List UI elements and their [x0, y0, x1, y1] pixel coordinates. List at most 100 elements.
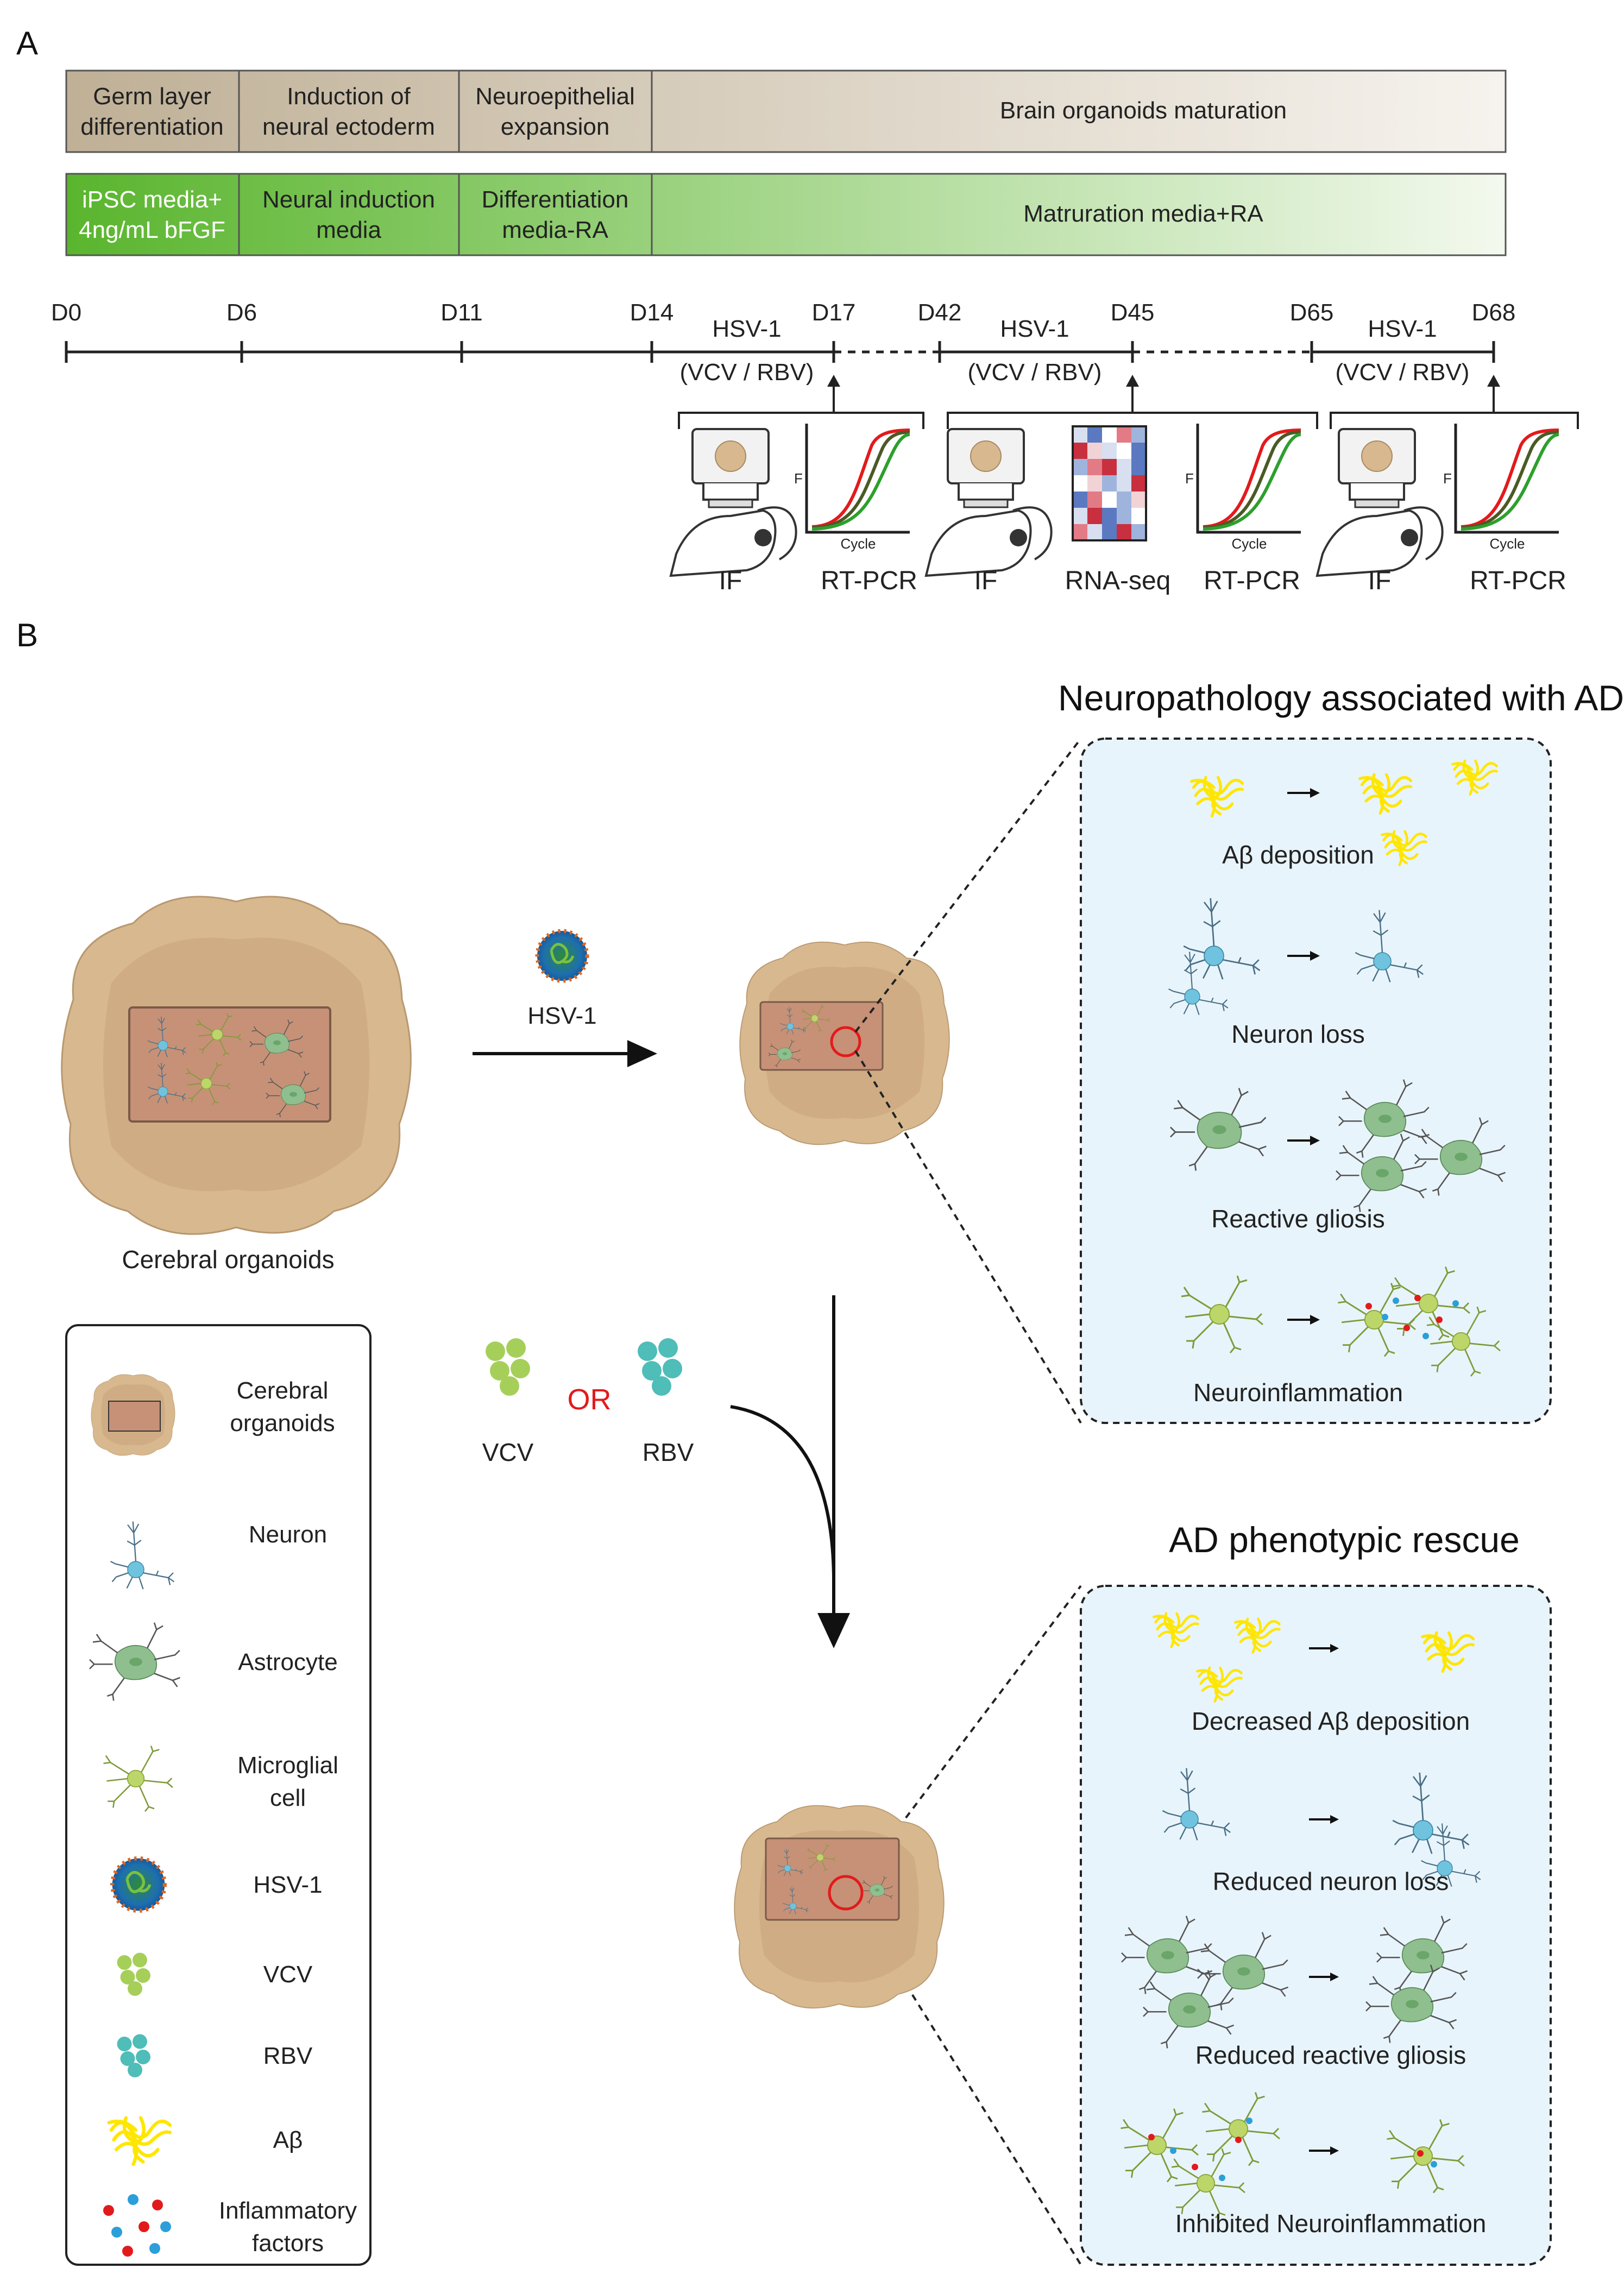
heatmap-cell	[1073, 492, 1087, 508]
legend-abeta: Aβ	[273, 2127, 303, 2153]
heatmap-cell	[1087, 443, 1102, 459]
day-d65: D65	[1290, 299, 1334, 326]
day-d6: D6	[226, 299, 257, 326]
assay-rtpcr-3: RT-PCR	[1470, 566, 1566, 595]
stage-germ-line2: differentiation	[80, 114, 223, 140]
legend-microglia-line2: cell	[270, 1785, 306, 1811]
vcv-pills-icon	[486, 1338, 530, 1396]
day-d68: D68	[1472, 299, 1516, 326]
organoid-label: Cerebral organoids	[122, 1245, 334, 1274]
stage-neuroepithelial-line2: expansion	[501, 114, 610, 140]
heatmap-cell	[1117, 524, 1131, 540]
legend-inflammatory-line2: factors	[252, 2230, 324, 2257]
heatmap-cell	[1102, 492, 1117, 508]
pathology-panel	[1080, 738, 1552, 1424]
stage-induction-line2: neural ectoderm	[262, 114, 435, 140]
hsv-virus-icon	[537, 931, 587, 981]
panel-a-label: A	[16, 25, 38, 61]
day-d42: D42	[918, 299, 962, 326]
media-bar	[65, 173, 1507, 256]
pathology-item-neuron-loss: Neuron loss	[1231, 1020, 1364, 1048]
legend-rbv: RBV	[263, 2043, 313, 2069]
media-ipsc-line2: 4ng/mL bFGF	[79, 217, 225, 243]
heatmap-cell	[1073, 426, 1087, 443]
heatmap-cell	[1117, 492, 1131, 508]
stage-germ-line1: Germ layer	[93, 83, 211, 110]
heatmap-cell	[1117, 475, 1131, 492]
pcr-f-label: F	[794, 470, 803, 487]
heatmap-cell	[1117, 426, 1131, 443]
heatmap-cell	[1087, 426, 1102, 443]
pcr-f-label: F	[1443, 470, 1452, 487]
rescue-panel	[1080, 1585, 1552, 2266]
heatmap-cell	[1087, 475, 1102, 492]
rescue-item-abeta: Decreased Aβ deposition	[1192, 1707, 1470, 1735]
focus-circle	[828, 1875, 864, 1911]
legend-box	[65, 1324, 372, 2266]
hsv-label-2: HSV-1	[1000, 316, 1069, 342]
pcr-f-label: F	[1185, 470, 1194, 487]
drug-label-2: (VCV / RBV)	[968, 359, 1102, 386]
heatmap-cell	[1102, 443, 1117, 459]
pathology-title: Neuropathology associated with AD	[1058, 678, 1624, 718]
heatmap-cell	[1102, 524, 1117, 540]
media-neural-line2: media	[316, 217, 381, 243]
heatmap-cell	[1073, 443, 1087, 459]
day-d0: D0	[51, 299, 81, 326]
legend-organoids-line1: Cerebral	[237, 1377, 329, 1404]
heatmap-cell	[1131, 459, 1146, 475]
heatmap-cell	[1087, 524, 1102, 540]
hsv-label-1: HSV-1	[712, 316, 781, 342]
drug-label-1: (VCV / RBV)	[680, 359, 814, 386]
media-diff-line1: Differentiation	[482, 186, 629, 213]
or-label: OR	[568, 1383, 612, 1416]
assay-if-1: IF	[719, 566, 742, 595]
microscope-icon	[670, 428, 797, 577]
pcr-cycle-label: Cycle	[1489, 535, 1525, 552]
heatmap-cell	[1087, 508, 1102, 524]
assay-if-2: IF	[974, 566, 998, 595]
pcr-curve-icon	[807, 424, 910, 532]
legend-vcv: VCV	[263, 1961, 313, 1988]
media-diff-line2: media-RA	[502, 217, 608, 243]
heatmap-cell	[1131, 492, 1146, 508]
legend-microglia-line1: Microglial	[237, 1752, 338, 1779]
rescue-title: AD phenotypic rescue	[1169, 1520, 1520, 1560]
pcr-cycle-label: Cycle	[840, 535, 876, 552]
stage-induction-line1: Induction of	[287, 83, 411, 110]
assay-rtpcr-1: RT-PCR	[821, 566, 917, 595]
rbv-label: RBV	[643, 1438, 694, 1466]
vcv-label: VCV	[482, 1438, 534, 1466]
assay-brackets	[678, 380, 1579, 429]
heatmap-cell	[1073, 524, 1087, 540]
panel-b-label: B	[16, 617, 38, 653]
media-ipsc-line1: iPSC media+	[82, 186, 222, 213]
stage-maturation: Brain organoids maturation	[1000, 97, 1287, 124]
legend-inflammatory-icon	[103, 2194, 171, 2257]
legend-organoids-line2: organoids	[230, 1410, 335, 1437]
heatmap-cell	[1087, 492, 1102, 508]
drug-label-3: (VCV / RBV)	[1336, 359, 1470, 386]
heatmap-cell	[1131, 426, 1146, 443]
day-d11: D11	[440, 299, 482, 326]
heatmap-cell	[1102, 508, 1117, 524]
media-neural-line1: Neural induction	[262, 186, 435, 213]
heatmap-cell	[1131, 443, 1146, 459]
pathology-item-abeta: Aβ deposition	[1222, 841, 1374, 869]
hsv-label-3: HSV-1	[1368, 316, 1437, 342]
heatmap-cell	[1131, 508, 1146, 524]
assay-rnaseq: RNA-seq	[1065, 566, 1171, 595]
treatment-curve-arrow	[730, 1405, 835, 1576]
assay-rtpcr-2: RT-PCR	[1204, 566, 1300, 595]
rescue-item-neuroinflammation: Inhibited Neuroinflammation	[1175, 2209, 1487, 2238]
timeline	[65, 341, 1495, 363]
media-maturation: Matruration media+RA	[1023, 200, 1263, 227]
legend-hsv-icon	[112, 1858, 165, 1911]
heatmap-cell	[1117, 508, 1131, 524]
heatmap-cell	[1102, 475, 1117, 492]
heatmap-cell	[1117, 443, 1131, 459]
pcr-curve-icon	[1198, 424, 1301, 532]
heatmap-cell	[1102, 459, 1117, 475]
